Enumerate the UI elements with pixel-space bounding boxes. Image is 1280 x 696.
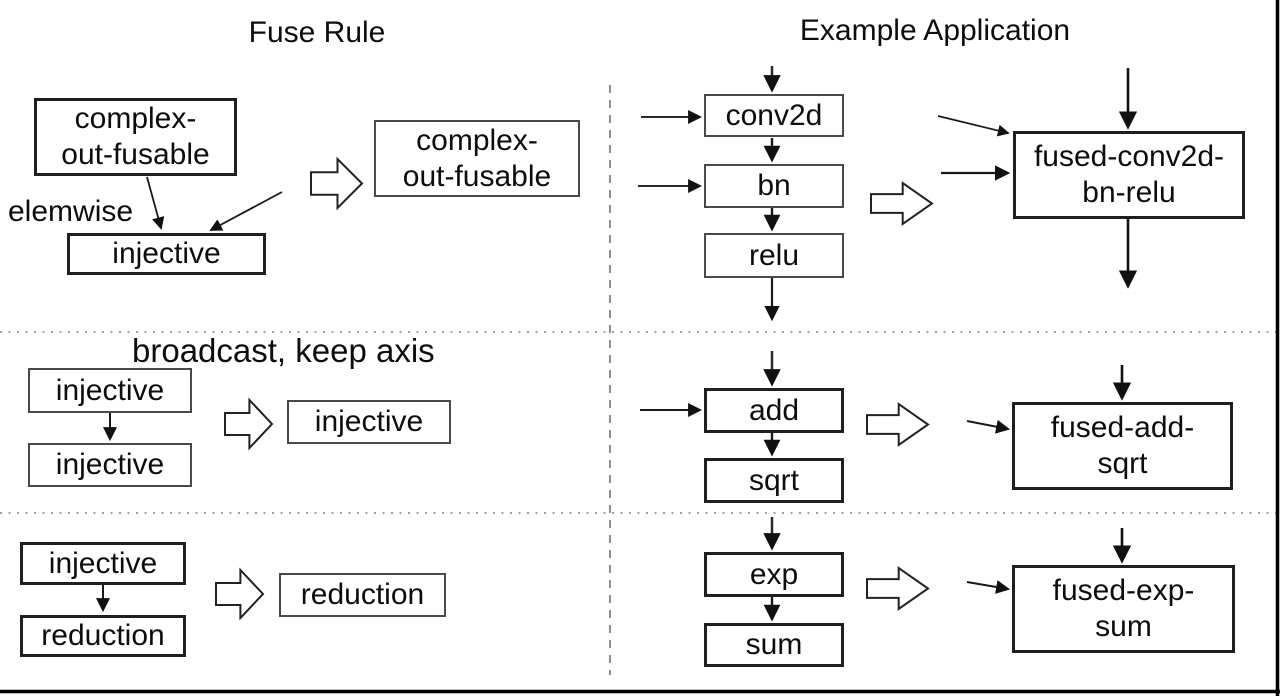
block-arrow-rule-row3: [215, 567, 265, 621]
column-title-fuse-rule: Fuse Rule: [248, 16, 386, 49]
node-injective-dst-row2: injective: [28, 443, 192, 487]
arrow-complex-to-injective: [146, 176, 165, 230]
node-complex-out-fusable-result: complex- out-fusable: [374, 120, 580, 197]
arrow-input-left-fused-add: [966, 419, 1011, 434]
node-reduction-result-row3: reduction: [279, 573, 446, 617]
node-reduction-dst-row3: reduction: [20, 615, 186, 657]
note-broadcast-keep-axis: broadcast, keep axis: [132, 332, 435, 369]
node-exp: exp: [704, 552, 844, 597]
arrow-input-diagonal-fused-conv2d: [937, 115, 1010, 137]
node-fused-add-sqrt: fused-add- sqrt: [1012, 402, 1233, 490]
edge-label-elemwise: elemwise: [8, 195, 134, 228]
node-injective-target-row1: injective: [67, 233, 266, 275]
column-title-example-application: Example Application: [799, 14, 1071, 47]
node-relu: relu: [704, 233, 844, 278]
block-arrow-example-row2: [866, 402, 930, 447]
node-bn: bn: [704, 164, 844, 208]
node-injective-src-row3: injective: [20, 542, 186, 585]
node-injective-src-row2: injective: [28, 368, 192, 413]
arrow-extra-input-to-injective: [209, 191, 283, 231]
arrow-input-left-fused-exp: [966, 580, 1011, 594]
node-injective-result-row2: injective: [287, 400, 451, 444]
block-arrow-rule-row1: [310, 156, 364, 211]
node-complex-out-fusable-src: complex- out-fusable: [34, 98, 237, 176]
block-arrow-example-row3: [866, 566, 930, 611]
node-sum: sum: [704, 623, 844, 667]
block-arrow-rule-row2: [224, 397, 274, 451]
node-add: add: [704, 388, 844, 433]
node-fused-exp-sum: fused-exp- sum: [1012, 565, 1235, 653]
block-arrow-example-row1: [870, 181, 934, 226]
node-sqrt: sqrt: [704, 458, 844, 503]
node-conv2d: conv2d: [704, 94, 844, 137]
node-fused-conv2d-bn-relu: fused-conv2d- bn-relu: [1013, 131, 1245, 219]
